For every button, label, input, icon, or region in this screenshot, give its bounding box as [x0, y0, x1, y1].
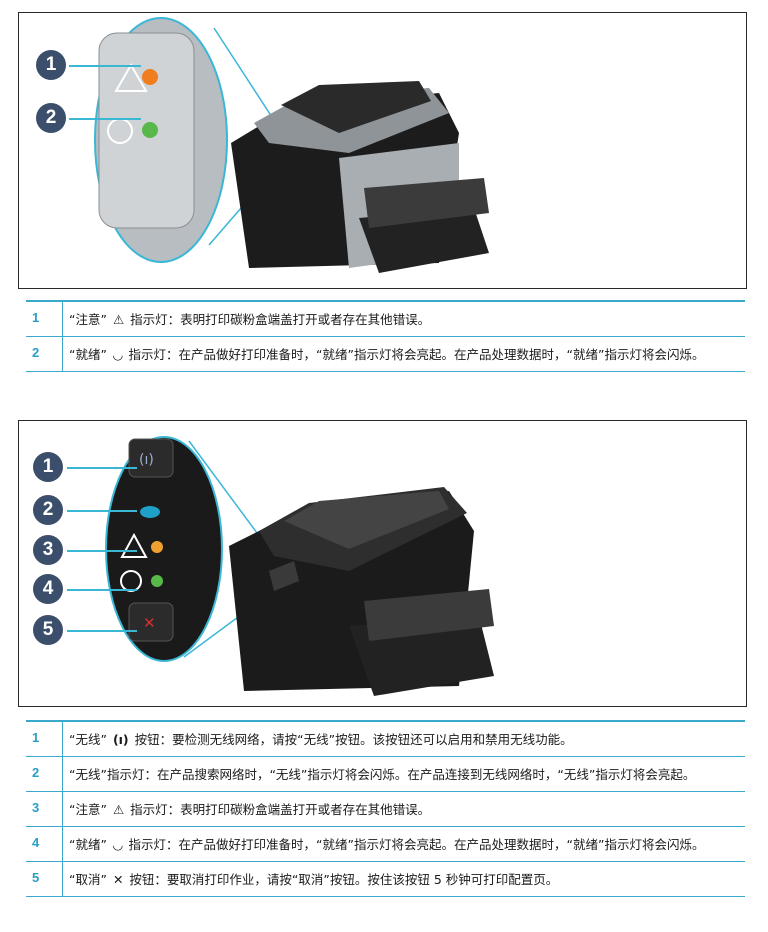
callout-leader-5	[67, 630, 137, 632]
callout-leader-4	[67, 589, 137, 591]
power-ready-icon: ◡	[112, 837, 123, 852]
row-description: “无线”指示灯：在产品搜索网络时，“无线”指示灯将会闪烁。在产品连接到无线网络时…	[62, 756, 745, 792]
figure-1-panel: 1 2	[18, 12, 747, 289]
callout-leader-1	[69, 65, 141, 67]
callout-5: 5	[33, 615, 63, 645]
row-number: 1	[26, 300, 63, 337]
callout-1: 1	[33, 452, 63, 482]
callout-leader-1	[67, 467, 137, 469]
row-number: 1	[26, 720, 63, 757]
callout-leader-2	[69, 118, 141, 120]
figure-2-panel: (ı) ✕ 1 2 3 4 5	[18, 420, 747, 707]
warning-icon: ⚠	[112, 802, 125, 817]
row-number: 4	[26, 826, 63, 862]
table-row: 5 “取消” ✕ 按钮：要取消打印作业，请按“取消”按钮。按住该按钮 5 秒钟可…	[26, 861, 745, 897]
svg-text:✕: ✕	[143, 614, 156, 632]
table-row: 2 “就绪” ◡ 指示灯：在产品做好打印准备时，“就绪”指示灯将会亮起。在产品处…	[26, 336, 745, 372]
table-row: 1 “无线” (ı) 按钮：要检测无线网络，请按“无线”按钮。该按钮还可以启用和…	[26, 720, 745, 757]
callout-leader-2	[67, 510, 137, 512]
row-description: “注意” ⚠ 指示灯：表明打印碳粉盒端盖打开或者存在其他错误。	[62, 791, 745, 827]
wireless-icon: (ı)	[112, 732, 129, 747]
table-row: 4 “就绪” ◡ 指示灯：在产品做好打印准备时，“就绪”指示灯将会亮起。在产品处…	[26, 826, 745, 862]
callout-3: 3	[33, 535, 63, 565]
printer-illustration-2: (ı) ✕	[105, 436, 494, 696]
row-description: “就绪” ◡ 指示灯：在产品做好打印准备时，“就绪”指示灯将会亮起。在产品处理数…	[62, 336, 745, 372]
row-number: 2	[26, 756, 63, 792]
power-ready-icon: ◡	[112, 347, 123, 362]
callout-2: 2	[33, 495, 63, 525]
row-number: 2	[26, 336, 63, 372]
row-number: 5	[26, 861, 63, 897]
legend-table-1: 1 “注意” ⚠ 指示灯：表明打印碳粉盒端盖打开或者存在其他错误。 2 “就绪”…	[26, 300, 745, 372]
callout-2: 2	[36, 103, 66, 133]
row-number: 3	[26, 791, 63, 827]
row-description: “就绪” ◡ 指示灯：在产品做好打印准备时，“就绪”指示灯将会亮起。在产品处理数…	[62, 826, 745, 862]
row-description: “注意” ⚠ 指示灯：表明打印碳粉盒端盖打开或者存在其他错误。	[62, 300, 745, 337]
printer-illustration-1	[94, 17, 489, 273]
svg-text:(ı): (ı)	[139, 452, 154, 468]
warning-icon: ⚠	[112, 312, 125, 327]
table-row: 2 “无线”指示灯：在产品搜索网络时，“无线”指示灯将会闪烁。在产品连接到无线网…	[26, 756, 745, 792]
table-row: 1 “注意” ⚠ 指示灯：表明打印碳粉盒端盖打开或者存在其他错误。	[26, 300, 745, 337]
callout-1: 1	[36, 50, 66, 80]
row-description: “无线” (ı) 按钮：要检测无线网络，请按“无线”按钮。该按钮还可以启用和禁用…	[62, 720, 745, 757]
cancel-x-icon: ✕	[112, 872, 124, 887]
row-description: “取消” ✕ 按钮：要取消打印作业，请按“取消”按钮。按住该按钮 5 秒钟可打印…	[62, 861, 745, 897]
legend-table-2: 1 “无线” (ı) 按钮：要检测无线网络，请按“无线”按钮。该按钮还可以启用和…	[26, 720, 745, 897]
callout-leader-3	[67, 550, 137, 552]
callout-4: 4	[33, 574, 63, 604]
table-row: 3 “注意” ⚠ 指示灯：表明打印碳粉盒端盖打开或者存在其他错误。	[26, 791, 745, 827]
